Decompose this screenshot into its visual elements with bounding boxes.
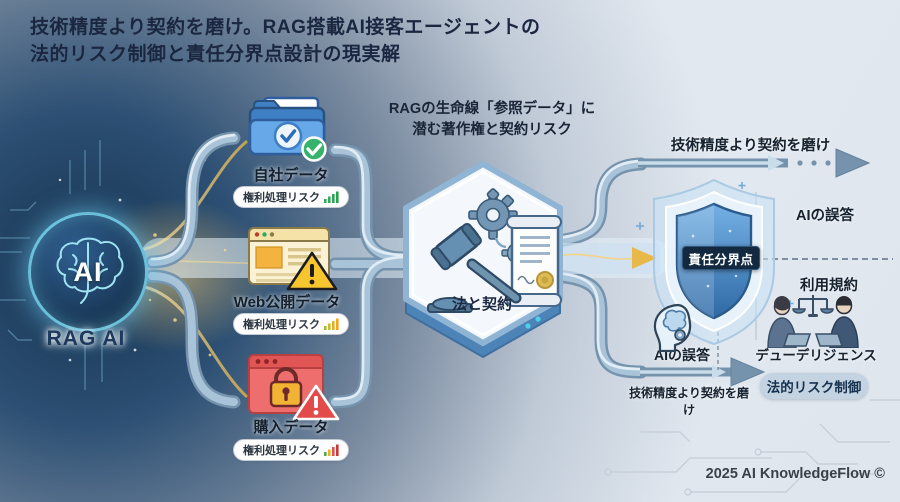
risk-badge-label: 権利処理リスク	[243, 319, 320, 331]
risk-badge-own-data: 権利処理リスク	[226, 186, 356, 208]
footer-credit: 2025 AI KnowledgeFlow ©	[705, 466, 885, 482]
title-line2: 法的リスク制御と責任分界点設計の現実解	[30, 44, 401, 65]
risk-badge-label: 権利処理リスク	[243, 445, 320, 457]
title-line1: 技術精度より契約を磨け。RAG搭載AI接客エージェントの	[30, 17, 541, 38]
rag-ai-node: AI	[28, 212, 148, 332]
risk-level-bars-icon	[324, 318, 339, 330]
shield-badge: 責任分界点	[682, 246, 760, 270]
risk-level-bars-icon	[324, 191, 339, 203]
bottom-arrow-label: 技術精度より契約を磨け	[629, 386, 749, 417]
source-label-web-data: Web公開データ	[233, 294, 341, 311]
center-heading: RAGの生命線「参照データ」に 潜む著作権と契約リスク	[362, 99, 622, 141]
browser-lock-icon	[248, 354, 340, 421]
top-arrow-label: 技術精度より契約を磨け	[670, 138, 831, 154]
brain-ai-icon	[56, 237, 124, 304]
gavel-icon	[427, 222, 522, 313]
ai-circle-label: AI	[73, 256, 103, 287]
folder-check-icon	[248, 96, 327, 162]
due-diligence-label: デューデリジェンス	[755, 348, 877, 363]
risk-badge-web-data: 権利処理リスク	[226, 313, 356, 335]
source-label-purchased-data: 購入データ	[253, 419, 329, 436]
risk-level-bars-icon	[324, 444, 339, 456]
browser-warning-icon	[248, 227, 338, 291]
contract-scroll-icon	[506, 215, 562, 307]
law-contract-hexagon	[403, 161, 563, 359]
rag-ai-name: RAG AI	[46, 327, 126, 350]
page-title: 技術精度より契約を磨け。RAG搭載AI接客エージェントの 法的リスク制御と責任分…	[30, 14, 630, 68]
center-heading-line2: 潜む著作権と契約リスク	[412, 122, 572, 138]
terms-label: 利用規約	[800, 278, 858, 294]
negotiation-scale-icon	[767, 295, 859, 348]
risk-badge-purchased-data: 権利処理リスク	[226, 439, 356, 461]
source-label-own-data: 自社データ	[253, 167, 329, 184]
center-heading-line1: RAGの生命線「参照データ」に	[388, 101, 596, 117]
head-gear-icon	[653, 303, 692, 352]
risk-badge-label: 権利処理リスク	[243, 192, 320, 204]
legal-control-pill: 法的リスク制御	[760, 373, 868, 399]
ai-error-top-label: AIの誤答	[796, 208, 854, 224]
hexagon-label: 法と契約	[451, 296, 512, 313]
